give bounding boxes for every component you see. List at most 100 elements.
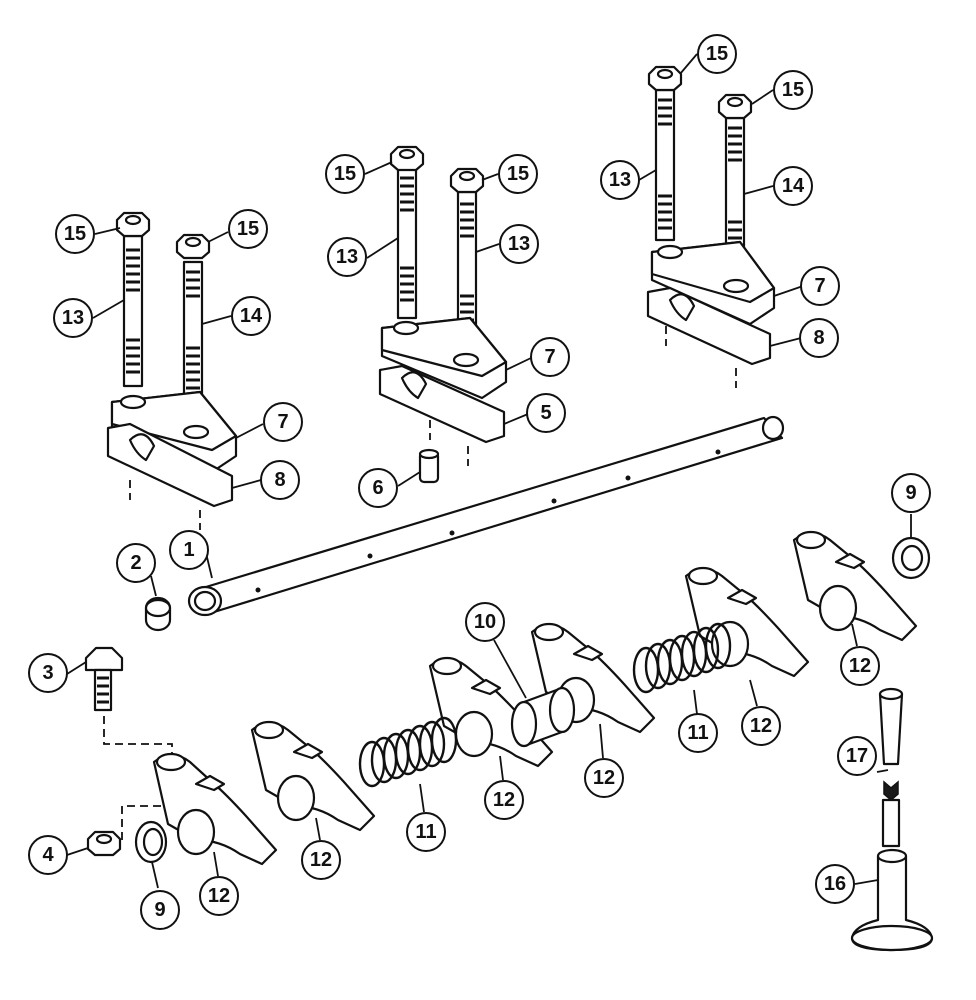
svg-text:4: 4 (42, 844, 54, 866)
nut-15 (449, 167, 485, 194)
svg-text:16: 16 (824, 873, 846, 895)
callout-11: 11 (406, 812, 446, 852)
callout-15: 15 (773, 70, 813, 110)
svg-text:7: 7 (277, 411, 288, 433)
svg-text:15: 15 (334, 163, 356, 185)
callout-4: 4 (28, 835, 68, 875)
bracket-7-right (650, 240, 776, 326)
callout-12: 12 (741, 706, 781, 746)
callout-12: 12 (301, 840, 341, 880)
svg-text:2: 2 (130, 552, 141, 574)
nut-15 (389, 145, 425, 172)
callout-8: 8 (260, 460, 300, 500)
bracket-8-left (106, 422, 234, 530)
callout-15: 15 (325, 154, 365, 194)
bracket-7-middle (380, 316, 508, 400)
nut-15 (115, 211, 151, 238)
svg-text:10: 10 (474, 611, 496, 633)
svg-text:3: 3 (42, 662, 53, 684)
stud-13-middle-a (396, 166, 418, 320)
callout-11: 11 (678, 713, 718, 753)
callout-1: 1 (169, 530, 209, 570)
nut-15 (647, 65, 683, 92)
bolt-3 (84, 646, 173, 762)
callout-13: 13 (499, 224, 539, 264)
svg-text:1: 1 (183, 539, 194, 561)
rocker-arm-12 (250, 720, 376, 832)
svg-text:11: 11 (687, 722, 708, 744)
callout-16: 16 (815, 864, 855, 904)
svg-text:9: 9 (905, 482, 916, 504)
bracket-7-left (110, 390, 238, 474)
callout-12: 12 (840, 646, 880, 686)
svg-text:13: 13 (508, 233, 530, 255)
callout-9: 9 (140, 890, 180, 930)
spring-11-left (358, 716, 458, 788)
callout-7: 7 (800, 266, 840, 306)
support-assembly-right (646, 65, 776, 388)
svg-text:5: 5 (540, 402, 551, 424)
callout-12: 12 (484, 780, 524, 820)
rocker-arm-12 (792, 530, 918, 642)
callout-10: 10 (465, 602, 505, 642)
snap-ring-9-right (891, 536, 931, 580)
svg-text:15: 15 (507, 163, 529, 185)
svg-text:11: 11 (415, 821, 436, 843)
svg-text:17: 17 (846, 745, 868, 767)
rocker-shaft-1 (187, 415, 785, 617)
svg-text:9: 9 (154, 899, 165, 921)
callouts: 1 2 3 4 5 6 7 7 7 8 8 9 9 10 11 11 12 12… (28, 34, 931, 930)
callout-13: 13 (327, 237, 367, 277)
callout-3: 3 (28, 653, 68, 693)
callout-17: 17 (837, 736, 877, 776)
rocker-arm-12 (152, 752, 278, 866)
callout-12: 12 (199, 876, 239, 916)
svg-text:14: 14 (240, 305, 263, 327)
svg-text:13: 13 (62, 307, 84, 329)
bracket-5-middle (378, 364, 506, 466)
callout-15: 15 (498, 154, 538, 194)
support-assembly-left (106, 211, 238, 530)
callout-13: 13 (600, 160, 640, 200)
rocker-arm-12 (684, 566, 810, 678)
callout-12: 12 (584, 758, 624, 798)
callout-2: 2 (116, 543, 156, 583)
push-rod-17 (878, 687, 904, 848)
svg-text:12: 12 (493, 789, 515, 811)
svg-text:8: 8 (813, 327, 824, 349)
svg-text:15: 15 (782, 79, 804, 101)
svg-text:12: 12 (593, 767, 615, 789)
svg-text:12: 12 (750, 715, 772, 737)
callout-15: 15 (55, 214, 95, 254)
callout-7: 7 (263, 402, 303, 442)
callout-5: 5 (526, 393, 566, 433)
svg-text:13: 13 (609, 169, 631, 191)
svg-text:7: 7 (544, 346, 555, 368)
svg-text:13: 13 (336, 246, 358, 268)
svg-text:14: 14 (782, 175, 805, 197)
snap-ring-9-left (134, 820, 168, 864)
callout-7: 7 (530, 337, 570, 377)
nut-15 (717, 93, 753, 120)
callout-9: 9 (891, 473, 931, 513)
plug-2 (144, 596, 172, 632)
spacer-10 (510, 686, 576, 748)
stud-13-right (654, 88, 676, 242)
callout-13: 13 (53, 298, 93, 338)
dowel-pin-6 (418, 448, 440, 484)
callout-15: 15 (228, 209, 268, 249)
support-assembly-middle (378, 145, 508, 484)
nut-4 (86, 830, 122, 857)
svg-text:7: 7 (814, 275, 825, 297)
svg-text:12: 12 (208, 885, 230, 907)
callout-8: 8 (799, 318, 839, 358)
svg-text:15: 15 (64, 223, 86, 245)
spring-11-right (632, 622, 732, 694)
nut-15 (175, 233, 211, 260)
svg-text:12: 12 (849, 655, 871, 677)
leader-lines (66, 53, 912, 889)
svg-text:6: 6 (372, 477, 383, 499)
callout-6: 6 (358, 468, 398, 508)
callout-14: 14 (231, 296, 271, 336)
